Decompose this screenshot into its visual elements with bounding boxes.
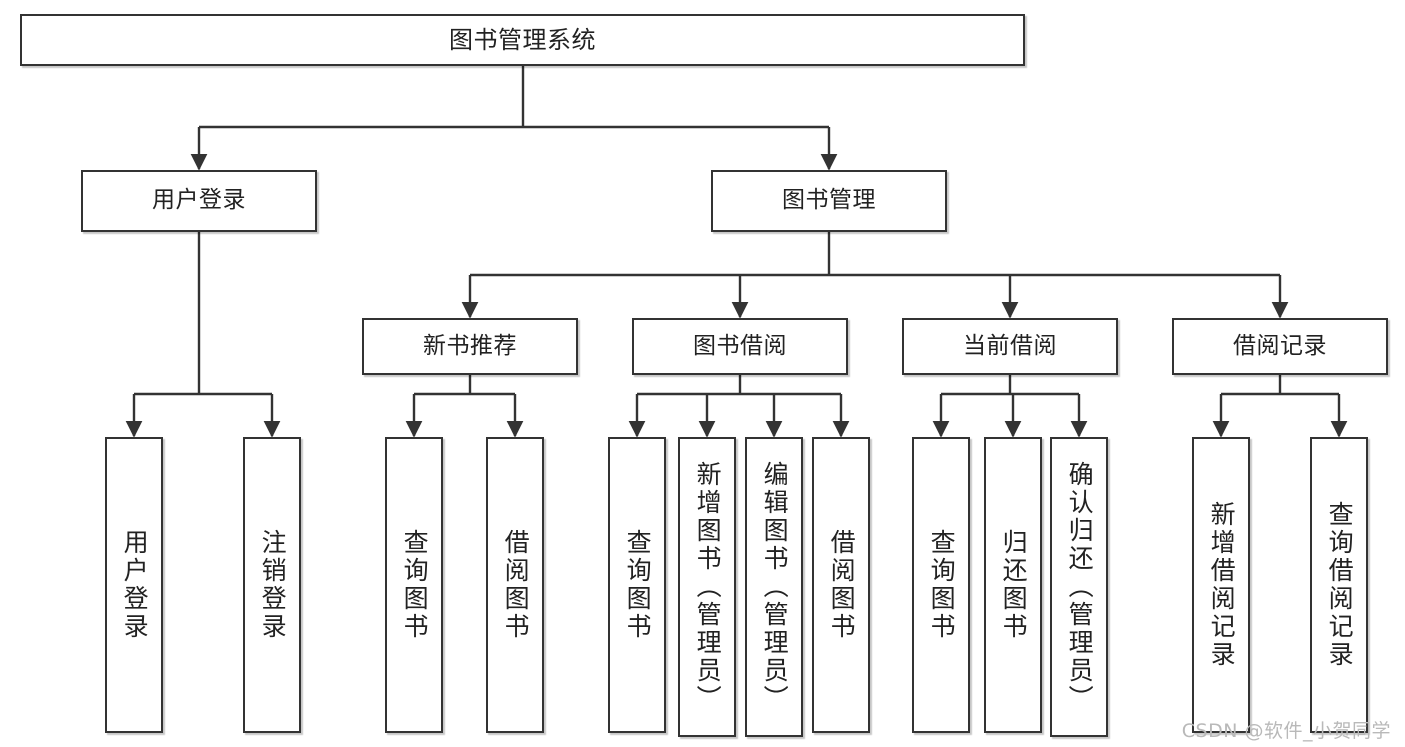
node-label: 归还图书 — [999, 529, 1029, 641]
node-login-1[interactable]: 用户登录 — [105, 437, 163, 733]
node-label: 查询图书 — [927, 529, 957, 641]
node-label: 查询借阅记录 — [1325, 501, 1355, 669]
node-label: 确认归还（管理员） — [1065, 461, 1095, 713]
watermark: CSDN @软件_小贺同学 — [1181, 720, 1391, 742]
node-borrow-1[interactable]: 查询图书 — [608, 437, 666, 733]
node-label: 编辑图书（管理员） — [760, 461, 790, 713]
node-label: 查询图书 — [400, 529, 430, 641]
node-label: 新增借阅记录 — [1207, 501, 1237, 669]
node-label: 用户登录 — [120, 529, 150, 641]
node-borrow[interactable]: 图书借阅 — [632, 318, 848, 375]
node-label: 查询图书 — [623, 529, 653, 641]
node-label: 借阅记录 — [1233, 332, 1327, 359]
node-bookmgmt[interactable]: 图书管理 — [711, 170, 947, 232]
node-borrow-3[interactable]: 编辑图书（管理员） — [745, 437, 803, 737]
node-label: 图书借阅 — [693, 332, 787, 359]
node-label: 用户登录 — [152, 187, 246, 214]
node-records[interactable]: 借阅记录 — [1172, 318, 1388, 375]
node-records-2[interactable]: 查询借阅记录 — [1310, 437, 1368, 733]
node-newbook-1[interactable]: 查询图书 — [385, 437, 443, 733]
node-label: 借阅图书 — [501, 529, 531, 641]
node-label: 新增图书（管理员） — [693, 461, 723, 713]
node-login[interactable]: 用户登录 — [81, 170, 317, 232]
node-label: 借阅图书 — [827, 529, 857, 641]
node-current-2[interactable]: 归还图书 — [984, 437, 1042, 733]
node-current[interactable]: 当前借阅 — [902, 318, 1118, 375]
node-newbook-2[interactable]: 借阅图书 — [486, 437, 544, 733]
node-root[interactable]: 图书管理系统 — [20, 14, 1025, 66]
node-current-3[interactable]: 确认归还（管理员） — [1050, 437, 1108, 737]
node-borrow-2[interactable]: 新增图书（管理员） — [678, 437, 736, 737]
node-label: 当前借阅 — [963, 332, 1057, 359]
node-records-1[interactable]: 新增借阅记录 — [1192, 437, 1250, 733]
node-newbook[interactable]: 新书推荐 — [362, 318, 578, 375]
node-current-1[interactable]: 查询图书 — [912, 437, 970, 733]
node-label: 图书管理系统 — [449, 25, 596, 54]
node-label: 注销登录 — [258, 529, 288, 641]
node-login-2[interactable]: 注销登录 — [243, 437, 301, 733]
node-label: 新书推荐 — [423, 332, 517, 359]
node-label: 图书管理 — [782, 187, 876, 214]
node-borrow-4[interactable]: 借阅图书 — [812, 437, 870, 733]
